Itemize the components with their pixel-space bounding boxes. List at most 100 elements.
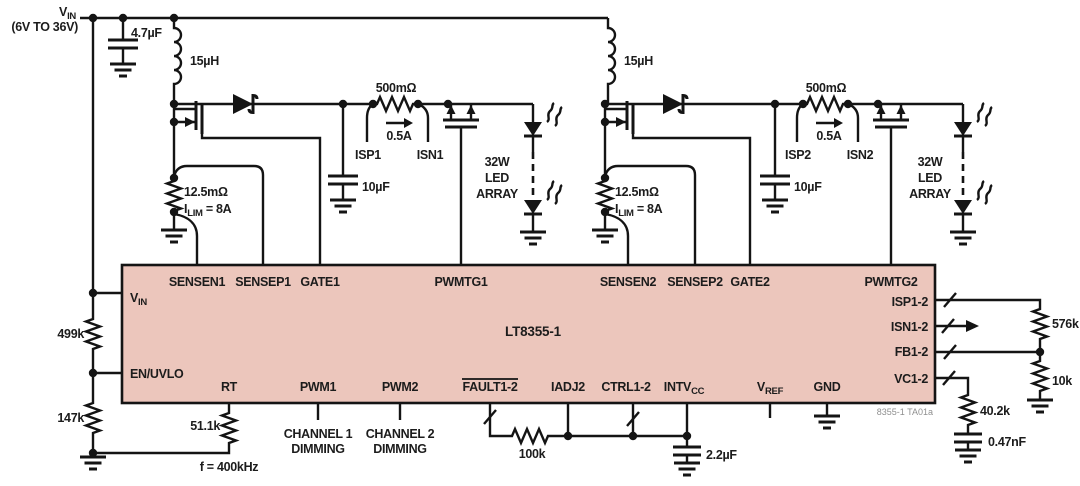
led-icon	[524, 122, 542, 136]
vc12-slash-icon	[942, 370, 956, 386]
pin-gate1: GATE1	[300, 275, 340, 289]
fault-slash-icon	[483, 409, 497, 425]
led-icon	[954, 200, 972, 214]
isp1-label: ISP1	[355, 148, 381, 162]
comp-resistor-icon	[957, 392, 979, 427]
ch1-inductor-value: 15µH	[190, 54, 219, 68]
ic-part-number: LT8355-1	[505, 324, 562, 339]
ground-icon	[159, 228, 189, 244]
comp-cap-value: 0.47nF	[988, 435, 1026, 449]
isp1-tap-wire	[365, 103, 374, 142]
sensen1-wire	[173, 212, 199, 265]
vc12-wire	[935, 376, 970, 392]
schottky-diode-icon	[233, 94, 253, 114]
channel1-output: 10µF 500mΩ 0.5A ISP1 ISN1	[328, 81, 564, 265]
led-glow-icon	[975, 179, 994, 206]
ground-icon	[590, 228, 620, 244]
ch2-led-array-line1: 32W	[918, 155, 943, 169]
fb-top-resistor-value: 576k	[1052, 317, 1079, 331]
ch1-led-array-line2: LED	[485, 171, 509, 185]
pin-fault: FAULT1-2	[462, 380, 517, 394]
isn12-slash-icon	[941, 318, 955, 334]
pin-pwmtg2: PWMTG2	[864, 275, 917, 289]
comp-resistor-value: 40.2k	[980, 404, 1010, 418]
pin-fb1-2: FB1-2	[895, 345, 929, 359]
uvlo-top-resistor-icon	[82, 316, 104, 351]
ic-body	[120, 263, 937, 405]
figure-note: 8355-1 TA01a	[877, 407, 933, 417]
pin-intvcc: INTVCC	[664, 380, 705, 397]
pin-pwm2: PWM2	[382, 380, 419, 394]
pin-isp1-2: ISP1-2	[892, 295, 929, 309]
pin-gate2: GATE2	[730, 275, 770, 289]
isn1-tap-wire	[417, 102, 430, 142]
ch1-led-current: 0.5A	[386, 129, 411, 143]
isn1-label: ISN1	[417, 148, 444, 162]
ch1-sense-resistor-icon	[163, 178, 185, 213]
ch2-sense-resistor-icon	[594, 178, 616, 213]
inductor-icon	[606, 18, 617, 104]
ground-icon	[518, 230, 548, 246]
ground-icon	[953, 448, 983, 464]
pin-sensen2: SENSEN2	[600, 275, 657, 289]
pin-gnd: GND	[814, 380, 841, 394]
ch2-led-current: 0.5A	[816, 129, 841, 143]
ground-icon	[812, 414, 842, 430]
uvlo-top-resistor-value: 499k	[57, 327, 84, 341]
ic-lt8355: LT8355-1 8355-1 TA01a SENSEN1 SENSEP1 GA…	[120, 263, 937, 417]
ch2-led-sense-resistor-icon	[803, 93, 848, 115]
ch2-sense-resistor-value: 12.5mΩ	[615, 185, 659, 199]
isn12-arrow-icon	[966, 320, 979, 332]
ch1-pmos-icon	[443, 104, 479, 265]
gate2-wire	[631, 134, 752, 265]
fb-bottom-resistor-value: 10k	[1052, 374, 1072, 388]
pin-vc1-2: VC1-2	[894, 372, 928, 386]
inductor-icon	[172, 18, 183, 104]
schottky-diode-icon	[663, 94, 683, 114]
rt-resistor-icon	[218, 410, 240, 445]
ch1-ilim-label: ILIM = 8A	[184, 202, 232, 219]
pin-isn1-2: ISN1-2	[891, 320, 928, 334]
ch1-nmos-icon	[172, 101, 322, 265]
channel2-power-stage: 15µH 12.5mΩ ILIM = 8A	[590, 18, 963, 265]
fb-top-resistor-icon	[1029, 306, 1051, 341]
ch1-output-cap-value: 10µF	[362, 180, 390, 194]
isn2-tap-wire	[847, 102, 860, 142]
pin-rt: RT	[221, 380, 238, 394]
sensep2-wire	[603, 164, 697, 265]
ch2-ilim-label: ILIM = 8A	[615, 202, 663, 219]
isp2-tap-wire	[795, 103, 804, 142]
fb12-slash-icon	[943, 344, 957, 360]
ground-icon	[328, 198, 358, 214]
input-cap-value: 4.7µF	[131, 26, 162, 40]
uvlo-divider: 499k 147k	[57, 18, 122, 471]
ch2-output-cap-value: 10µF	[794, 180, 822, 194]
pin-sensep1: SENSEP1	[235, 275, 291, 289]
ground-icon	[78, 455, 108, 471]
isp2-label: ISP2	[785, 148, 811, 162]
ground-icon	[672, 461, 702, 477]
uvlo-bottom-resistor-icon	[82, 400, 104, 435]
pin-ctrl: CTRL1-2	[601, 380, 651, 394]
ch1-dimming-line1: CHANNEL 1	[284, 427, 353, 441]
pin-sensen1: SENSEN1	[169, 275, 226, 289]
led-icon	[524, 200, 542, 214]
fault-wire	[488, 403, 508, 438]
ch1-led-array-line3: ARRAY	[476, 187, 519, 201]
ch1-sense-resistor-value: 12.5mΩ	[184, 185, 228, 199]
pin-iadj2: IADJ2	[551, 380, 585, 394]
intvcc-cap-value: 2.2µF	[706, 448, 737, 462]
rt-resistor-value: 51.1k	[190, 419, 220, 433]
fault-pullup-value: 100k	[519, 447, 546, 461]
isp12-wire	[935, 298, 1042, 306]
ctrl-slash-icon	[626, 411, 640, 427]
ch1-led-array-line1: 32W	[485, 155, 510, 169]
pin-pwm1: PWM1	[300, 380, 337, 394]
ch1-led-sense-resistor-icon	[373, 93, 418, 115]
led-glow-icon	[545, 101, 564, 128]
vin-range-label: (6V TO 36V)	[11, 20, 78, 34]
isp12-slash-icon	[943, 292, 957, 308]
sensep1-wire	[172, 164, 265, 265]
ground-icon	[108, 62, 138, 78]
